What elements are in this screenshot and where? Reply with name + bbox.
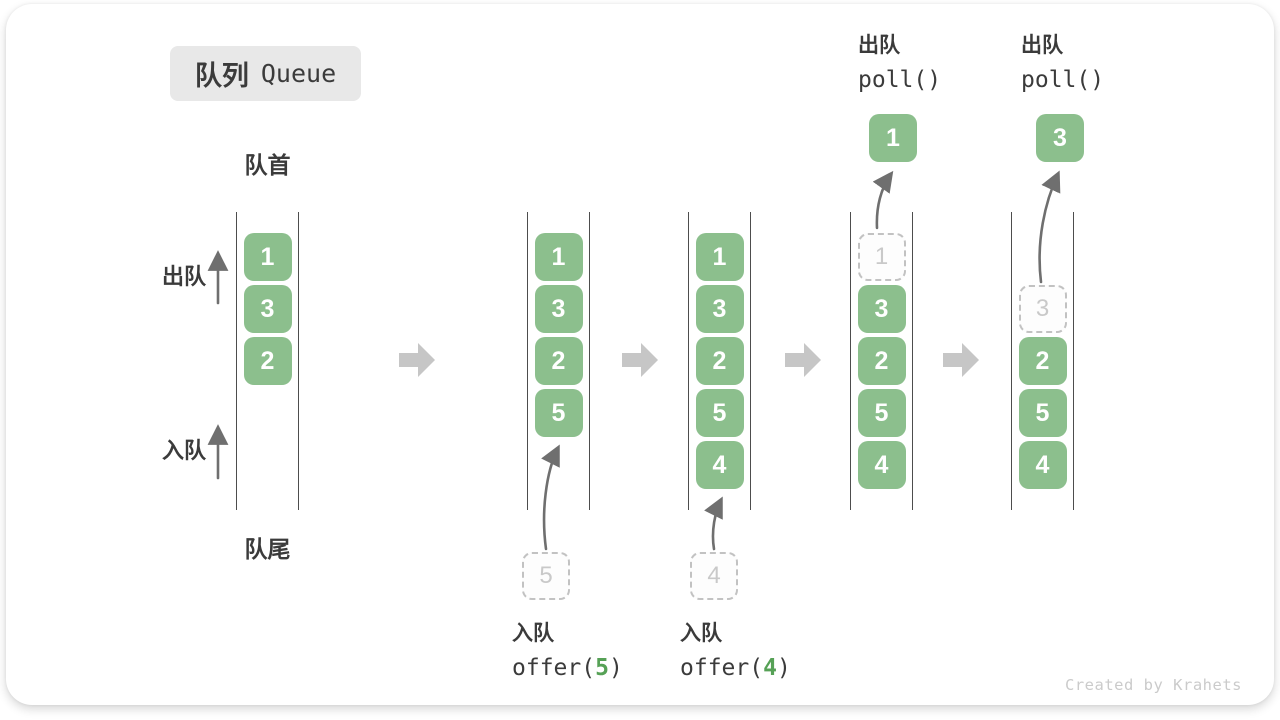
dequeue-op-code: poll() [858, 67, 942, 93]
queue-state-5: 3 2 5 4 [1011, 212, 1074, 510]
queue-item: 2 [857, 337, 906, 385]
dequeue-op-code: poll() [1021, 67, 1105, 93]
enqueue-op-caption-1: 入队 offer(5) [512, 616, 623, 686]
dequeue-op-label: 出队 [858, 34, 900, 57]
queue-item: 3 [534, 285, 583, 333]
queue-item: 3 [243, 285, 292, 333]
title-en: Queue [260, 59, 337, 88]
code-arg: 4 [763, 655, 777, 681]
queue-item: 5 [1018, 389, 1067, 437]
code-open: offer( [680, 655, 764, 681]
queue-item: 5 [857, 389, 906, 437]
queue-item: 4 [857, 441, 906, 489]
queue-state-4: 1 3 2 5 4 [850, 212, 913, 510]
queue-item: 1 [534, 233, 583, 281]
dequeue-op-caption-1: 出队 poll() [858, 28, 941, 98]
enqueue-op-code: offer(4) [680, 651, 791, 686]
queue-item: 3 [695, 285, 744, 333]
queue-item-removed: 1 [857, 233, 906, 281]
queue-item: 4 [695, 441, 744, 489]
queue-item: 5 [534, 389, 583, 437]
enqueue-op-label: 入队 [512, 622, 554, 645]
queue-state-1: 1 3 2 [236, 212, 299, 510]
queue-item: 4 [1018, 441, 1067, 489]
queue-item: 1 [695, 233, 744, 281]
title-badge: 队列 Queue [170, 46, 361, 101]
enqueue-op-label: 入队 [680, 622, 722, 645]
code-close: ) [608, 655, 623, 681]
pending-item: 4 [690, 552, 738, 600]
queue-item: 2 [1018, 337, 1067, 385]
code-open: offer( [512, 655, 596, 681]
title-zh: 队列 [194, 61, 249, 91]
enqueue-op-caption-2: 入队 offer(4) [680, 616, 791, 686]
enqueue-op-code: offer(5) [512, 651, 623, 686]
pending-item: 5 [522, 552, 570, 600]
watermark: Created by Krahets [1065, 676, 1242, 694]
queue-item: 1 [243, 233, 292, 281]
label-queue-front: 队首 [244, 152, 291, 178]
queue-state-2: 1 3 2 5 [527, 212, 590, 510]
polled-item: 3 [1036, 114, 1084, 162]
dequeue-op-caption-2: 出队 poll() [1021, 28, 1104, 98]
polled-item: 1 [869, 114, 917, 162]
queue-item: 2 [695, 337, 744, 385]
label-enqueue-side: 入队 [161, 438, 206, 463]
queue-item: 2 [534, 337, 583, 385]
queue-item: 2 [243, 337, 292, 385]
dequeue-op-label: 出队 [1021, 34, 1063, 57]
queue-item-removed: 3 [1018, 285, 1067, 333]
queue-item: 5 [695, 389, 744, 437]
card-background [6, 4, 1274, 705]
queue-item: 3 [857, 285, 906, 333]
queue-state-3: 1 3 2 5 4 [688, 212, 751, 510]
label-queue-rear: 队尾 [244, 536, 291, 562]
label-dequeue-side: 出队 [161, 264, 206, 289]
code-arg: 5 [595, 655, 609, 681]
code-close: ) [776, 655, 791, 681]
